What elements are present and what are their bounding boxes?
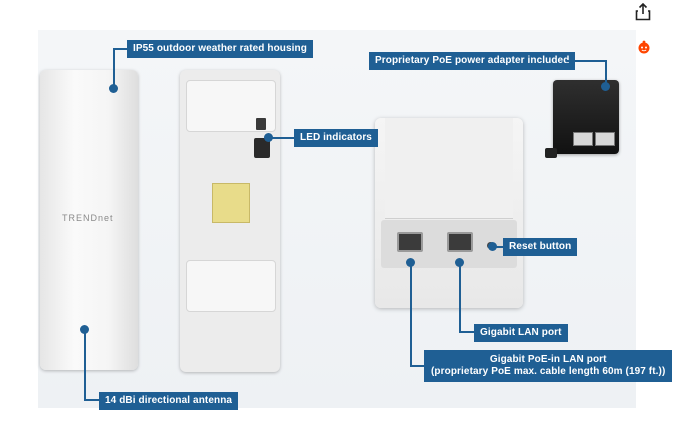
- connector-line: [84, 399, 99, 401]
- mount-rib-bottom: [186, 260, 276, 312]
- brand-logo: TRENDnet: [62, 213, 114, 223]
- callout-poe-line1: Gigabit PoE-in LAN port: [489, 354, 607, 365]
- connector-line: [410, 365, 424, 367]
- callout-reset: Reset button: [503, 238, 578, 256]
- connector-line: [84, 330, 86, 400]
- access-point-front: TRENDnet: [40, 70, 138, 370]
- access-point-bottom: [375, 118, 523, 308]
- callout-dot: [80, 325, 89, 334]
- poe-lan-port: [397, 232, 423, 252]
- callout-dot: [264, 133, 273, 142]
- connector-line: [268, 137, 294, 139]
- connector-line: [113, 48, 127, 50]
- callout-poe-line2: (proprietary PoE max. cable length 60m (…: [431, 366, 666, 377]
- callout-lan: Gigabit LAN port: [474, 324, 568, 342]
- adapter-plug: [545, 148, 557, 158]
- mount-plate: [212, 183, 250, 223]
- poe-adapter: [545, 80, 619, 158]
- callout-dot: [601, 82, 610, 91]
- callout-dot: [406, 258, 415, 267]
- connector-line: [459, 331, 474, 333]
- connector-line: [566, 60, 606, 62]
- callout-dot: [488, 242, 497, 251]
- access-point-back: [180, 70, 280, 372]
- connector-line: [492, 246, 504, 248]
- connector-line: [410, 264, 412, 366]
- callout-housing: IP55 outdoor weather rated housing: [127, 40, 313, 58]
- connector-line: [605, 60, 607, 86]
- connector-line: [459, 264, 461, 332]
- device-top-section: [385, 118, 513, 219]
- connector-line: [113, 48, 115, 88]
- callout-dot: [109, 84, 118, 93]
- led-panel-small: [256, 118, 266, 130]
- reddit-icon[interactable]: [635, 38, 653, 56]
- adapter-port-2: [595, 132, 615, 146]
- callout-antenna: 14 dBi directional antenna: [99, 392, 239, 410]
- adapter-port-1: [573, 132, 593, 146]
- lan-port: [447, 232, 473, 252]
- callout-poe: Gigabit PoE-in LAN port (proprietary PoE…: [424, 350, 673, 382]
- callout-dot: [455, 258, 464, 267]
- share-icon[interactable]: [634, 3, 652, 21]
- callout-led: LED indicators: [294, 129, 378, 147]
- led-panel: [254, 138, 270, 158]
- callout-adapter: Proprietary PoE power adapter included: [369, 52, 576, 70]
